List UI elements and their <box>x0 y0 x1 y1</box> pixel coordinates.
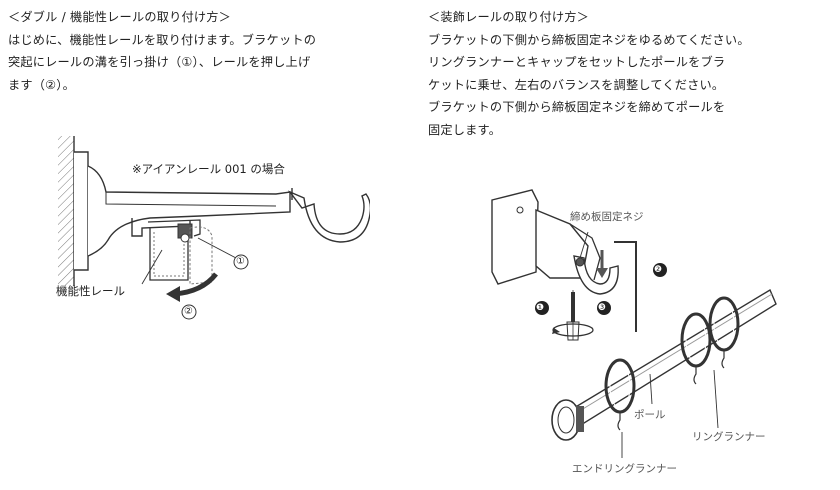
step-1-marker-dark <box>535 301 549 315</box>
rotation-arrow <box>552 323 594 337</box>
step-1-marker <box>233 254 249 270</box>
functional-rail-label: 機能性レール <box>56 284 125 298</box>
functional-rail-figure: ※アイアンレール 001 の場合 機能性レール ① ② <box>40 132 372 322</box>
push-up-arrow <box>173 272 218 297</box>
bracket-arm <box>87 165 291 257</box>
decorative-rail-figure: 締め板固定ネジ ポール リングランナー エンドリングランナー ❶ ❷ ❸ <box>470 180 810 485</box>
end-ring-runner-label: エンドリングランナー <box>572 463 677 475</box>
ring-runner-label: リングランナー <box>692 431 766 443</box>
bracket-illustration <box>58 136 372 320</box>
left-line-3: ます（②）。 <box>8 77 75 92</box>
decorative-rail-illustration <box>491 189 777 458</box>
right-line-3: ケットに乗せ、左右のバランスを調整してください。 <box>428 77 725 92</box>
bracket-wall-plate <box>491 189 539 285</box>
left-heading: ＜ダブル / 機能性レールの取り付け方＞ <box>8 10 232 24</box>
step-3-label-dark: ❸ <box>598 303 607 313</box>
bracket-saddle <box>573 255 619 295</box>
left-line-1: はじめに、機能性レールを取り付けます。ブラケットの <box>8 32 317 47</box>
clamp-screw <box>575 257 585 267</box>
left-instructions: ＜ダブル / 機能性レールの取り付け方＞ はじめに、機能性レールを取り付けます。… <box>8 6 408 96</box>
right-heading: ＜装飾レールの取り付け方＞ <box>428 10 590 24</box>
right-line-4: ブラケットの下側から締板固定ネジを締めてポールを <box>428 100 726 114</box>
pole-label: ポール <box>634 409 666 421</box>
step-1-label: ① <box>236 256 245 267</box>
pole-hook <box>287 190 372 243</box>
step-2-marker-dark <box>653 263 667 277</box>
right-instructions: ＜装飾レールの取り付け方＞ ブラケットの下側から締板固定ネジをゆるめてください。… <box>428 6 838 141</box>
step-2-marker <box>181 304 197 320</box>
step-3-marker-dark <box>597 301 611 315</box>
rail-type-note: ※アイアンレール 001 の場合 <box>132 162 285 176</box>
wall-hatch <box>58 136 74 286</box>
step-2-label-dark: ❷ <box>654 265 663 275</box>
right-line-1: ブラケットの下側から締板固定ネジをゆるめてください。 <box>428 32 750 47</box>
step-1-label-dark: ❶ <box>536 303 545 313</box>
clamp-screw-label: 締め板固定ネジ <box>570 211 644 223</box>
right-line-5: 固定します。 <box>428 122 502 137</box>
right-line-2: リングランナーとキャップをセットしたポールをブラ <box>428 55 726 69</box>
step-2-label: ② <box>184 306 193 317</box>
left-line-2: 突起にレールの溝を引っ掛け（①）、レールを押し上げ <box>8 55 311 69</box>
